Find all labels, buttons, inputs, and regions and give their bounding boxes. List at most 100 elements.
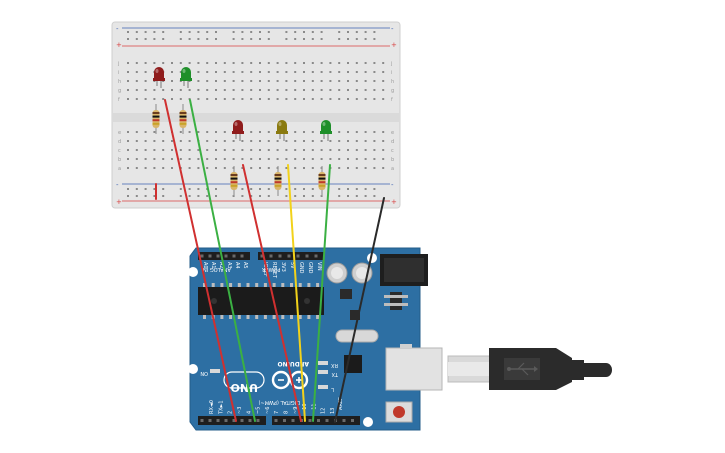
reset-button-cap[interactable] xyxy=(393,406,405,418)
breadboard-hole xyxy=(241,89,244,91)
breadboard-hole xyxy=(294,80,297,82)
breadboard-hole xyxy=(179,158,182,160)
breadboard-hole xyxy=(250,62,253,64)
led-rim xyxy=(276,131,288,134)
breadboard-hole xyxy=(171,89,173,91)
digital-pin-socket xyxy=(317,419,320,422)
breadboard-hole xyxy=(135,71,138,73)
usb-port-tab xyxy=(400,344,412,348)
digital-pin-socket xyxy=(308,419,312,422)
breadboard-hole xyxy=(311,131,314,133)
breadboard-hole xyxy=(223,71,226,73)
rail-hole xyxy=(338,31,341,33)
analog-pin-socket xyxy=(240,254,244,258)
rail-hole xyxy=(355,38,358,40)
resistor-band xyxy=(274,181,282,184)
breadboard-hole xyxy=(162,62,165,64)
breadboard-hole xyxy=(197,149,200,151)
breadboard-hole xyxy=(241,71,244,73)
breadboard-hole xyxy=(329,71,332,73)
breadboard-hole xyxy=(276,80,279,82)
breadboard-hole xyxy=(250,140,253,142)
rail-hole xyxy=(153,188,156,190)
rail-hole xyxy=(188,188,191,190)
digital-pin-socket xyxy=(200,419,204,422)
breadboard-hole xyxy=(364,131,367,133)
dc-power-jack-inner xyxy=(384,258,424,282)
breadboard-hole xyxy=(197,158,200,160)
rail-hole xyxy=(179,188,182,190)
breadboard-hole xyxy=(373,167,376,169)
rail-hole xyxy=(320,38,323,40)
power-pin-label: RESET xyxy=(271,262,277,279)
breadboard-hole xyxy=(259,167,261,169)
rail-hole xyxy=(135,188,138,190)
rail-hole xyxy=(364,38,367,40)
row-label-right: j xyxy=(390,61,392,67)
breadboard-hole xyxy=(320,98,323,100)
digital-pin-socket xyxy=(351,419,354,422)
chip-notch xyxy=(304,298,310,304)
breadboard-hole xyxy=(127,140,129,142)
breadboard-hole xyxy=(206,140,209,142)
rail-hole xyxy=(144,188,147,190)
row-label-left: d xyxy=(118,139,121,145)
row-label-right: c xyxy=(391,148,394,154)
breadboard-hole xyxy=(162,149,165,151)
breadboard-hole xyxy=(206,158,209,160)
led-dome xyxy=(181,67,191,79)
breadboard-hole xyxy=(338,149,341,151)
breadboard-hole xyxy=(162,89,165,91)
breadboard-hole xyxy=(232,80,235,82)
breadboard-hole xyxy=(347,80,349,82)
digital-pin-label: 2 xyxy=(228,411,234,414)
rail-hole xyxy=(188,195,191,197)
rail-hole xyxy=(127,38,129,40)
power-pin-socket xyxy=(269,254,273,258)
breadboard-hole xyxy=(135,131,138,133)
breadboard-hole xyxy=(197,89,200,91)
breadboard-hole xyxy=(171,71,173,73)
breadboard-hole xyxy=(144,149,147,151)
rail-hole xyxy=(259,195,261,197)
rail-hole xyxy=(311,31,314,33)
breadboard-hole xyxy=(311,149,314,151)
capacitor-top xyxy=(331,267,343,279)
breadboard-hole xyxy=(276,149,279,151)
led-highlight xyxy=(278,122,282,126)
breadboard-hole xyxy=(303,158,305,160)
digital-header-high xyxy=(272,416,360,425)
row-label-left: i xyxy=(118,70,119,76)
breadboard-hole xyxy=(320,71,323,73)
rail-hole xyxy=(294,38,297,40)
resistor-band xyxy=(152,122,160,125)
breadboard-hole xyxy=(382,131,385,133)
breadboard-hole xyxy=(355,89,358,91)
led-highlight xyxy=(234,122,238,126)
breadboard-hole xyxy=(382,167,385,169)
analog-pin-label: A4 xyxy=(234,262,240,269)
breadboard-hole xyxy=(347,158,349,160)
breadboard-hole xyxy=(153,158,156,160)
row-label-left: c xyxy=(118,148,121,154)
breadboard-hole xyxy=(347,89,349,91)
digital-pin-label: 4 xyxy=(246,411,252,414)
digital-pin-socket xyxy=(283,419,286,422)
breadboard-hole xyxy=(250,131,253,133)
l-led xyxy=(318,385,328,389)
breadboard-hole xyxy=(250,149,253,151)
rail-hole xyxy=(259,38,261,40)
breadboard-hole xyxy=(294,149,297,151)
breadboard-hole xyxy=(153,98,156,100)
breadboard-hole xyxy=(259,158,261,160)
regulator-tab xyxy=(384,295,408,298)
breadboard-hole xyxy=(127,149,129,151)
breadboard-hole xyxy=(338,62,341,64)
digital-pin-label: ~9 xyxy=(293,407,299,414)
breadboard-hole xyxy=(303,71,305,73)
rail-hole xyxy=(338,195,341,197)
led-dome xyxy=(154,67,164,79)
chip-pin xyxy=(246,315,250,319)
breadboard-hole xyxy=(241,140,244,142)
resistor-band xyxy=(230,184,238,187)
